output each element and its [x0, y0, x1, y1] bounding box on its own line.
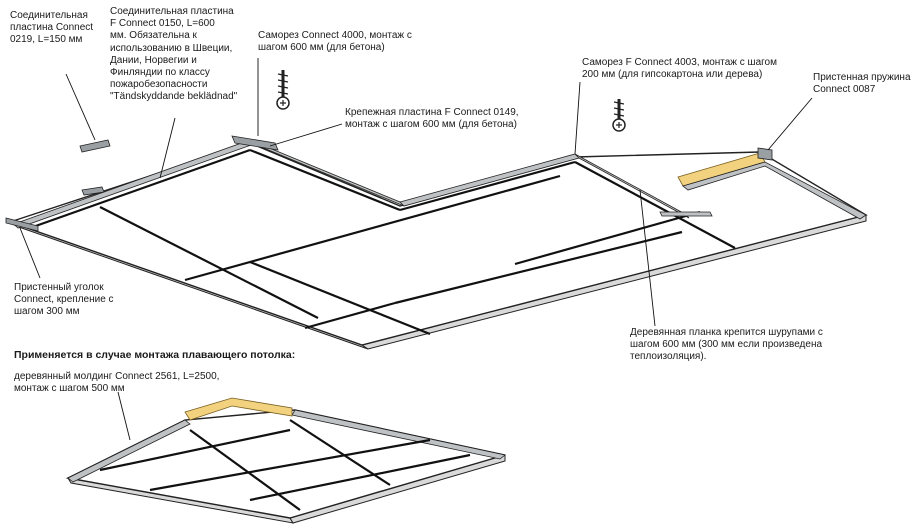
cross-tee-4 — [304, 301, 396, 330]
label-screw-4003: Саморез F Connect 4003, монтаж с шагом 2… — [582, 57, 777, 81]
main-runner-back — [249, 148, 401, 212]
floating-grid-1 — [99, 428, 291, 472]
wood-molding-2561 — [184, 397, 293, 421]
wall-spring-0087 — [757, 147, 773, 161]
label-screw-4000: Саморез Connect 4000, монтаж с шагом 600… — [258, 30, 412, 54]
main-runner-right — [399, 160, 576, 212]
batten-rail-lower — [659, 211, 713, 217]
connector-plate-0219 — [79, 139, 111, 153]
cross-tee-9 — [514, 210, 701, 266]
label-spring-0087: Пристенная пружина Connect 0087 — [813, 72, 911, 96]
floating-ceiling-heading: Применяется в случае монтажа плавающего … — [14, 349, 296, 361]
label-wall-angle: Пристенный уголок Connect, крепление с ш… — [14, 282, 114, 318]
screw-4000-icon — [276, 70, 290, 110]
cross-tee-6 — [394, 230, 683, 305]
floating-grid-5 — [249, 453, 471, 502]
cross-tee-1 — [99, 206, 319, 319]
floating-ceiling-assembly — [65, 397, 506, 524]
label-molding-2561: деревянный молдинг Connect 2561, L=2500,… — [14, 371, 220, 395]
floating-grid-2 — [149, 438, 431, 492]
floating-frame-left — [67, 419, 191, 483]
wall-rail-right — [682, 161, 867, 220]
floating-frame-right — [291, 409, 506, 460]
floating-grid-3 — [189, 429, 301, 511]
label-connector-0150: Соединительная пластина F Connect 0150, … — [110, 6, 238, 103]
cross-tee-2 — [184, 174, 561, 282]
main-rail-far — [574, 153, 690, 219]
label-connector-0219: Соединительная пластина Connect 0219, L=… — [10, 10, 94, 46]
ceiling-panel-surface — [7, 142, 868, 346]
label-plate-0149: Крепежная пластина F Connect 0149, монта… — [345, 107, 519, 131]
cross-tee-3 — [249, 260, 431, 336]
label-wood-batten: Деревянная планка крепится шурупами с ша… — [630, 327, 823, 363]
main-ceiling-assembly — [5, 70, 868, 350]
wall-angle — [5, 217, 39, 232]
leader-lines — [19, 58, 813, 441]
main-runner-far — [574, 161, 736, 249]
screw-4003-icon — [612, 99, 626, 132]
main-runner-front — [29, 148, 251, 230]
mounting-plate-0149 — [231, 135, 279, 151]
connector-plate-0150 — [81, 186, 105, 196]
